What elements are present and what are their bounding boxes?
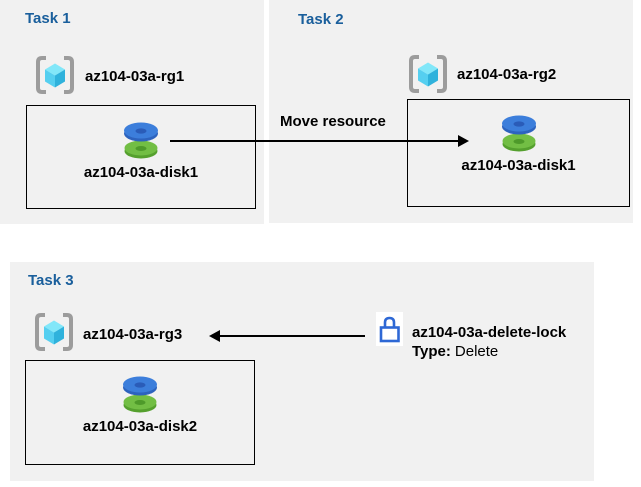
- resource-group-icon: [36, 56, 74, 94]
- task1-panel: [0, 0, 264, 224]
- task1-disk-label: az104-03a-disk1: [83, 164, 199, 181]
- lock-arrow-head-icon: [209, 329, 220, 342]
- task3-title: Task 3: [28, 272, 74, 289]
- delete-lock-type: Type:Delete: [412, 343, 498, 360]
- task1-title: Task 1: [25, 10, 71, 27]
- task3-disk-label: az104-03a-disk2: [82, 418, 198, 435]
- move-arrow-line: [170, 140, 460, 142]
- lock-icon-background: [376, 312, 403, 346]
- task2-title: Task 2: [298, 11, 344, 28]
- task2-resource-group-label: az104-03a-rg2: [457, 66, 557, 83]
- task2-disk-label: az104-03a-disk1: [461, 157, 576, 174]
- task2-resource-box: az104-03a-disk1: [407, 99, 630, 207]
- task2-panel: [269, 0, 633, 223]
- task3-resource-group-label: az104-03a-rg3: [83, 326, 183, 343]
- lock-type-label: Type:: [412, 343, 451, 360]
- disk-icon: [501, 115, 536, 152]
- resource-group-icon: [409, 55, 447, 93]
- disk-icon: [124, 122, 158, 159]
- lock-type-value: Delete: [454, 343, 499, 360]
- lock-icon: [379, 316, 400, 343]
- task3-panel: [10, 262, 594, 481]
- task1-resource-group-label: az104-03a-rg1: [85, 68, 185, 85]
- disk-icon: [123, 376, 157, 413]
- task3-resource-box: az104-03a-disk2: [25, 360, 255, 465]
- task1-resource-box: az104-03a-disk1: [26, 105, 256, 209]
- delete-lock-name: az104-03a-delete-lock: [412, 324, 567, 341]
- move-arrow-head-icon: [458, 134, 469, 147]
- move-resource-label: Move resource: [280, 113, 386, 130]
- resource-group-icon: [35, 313, 73, 351]
- lock-arrow-line: [220, 335, 365, 337]
